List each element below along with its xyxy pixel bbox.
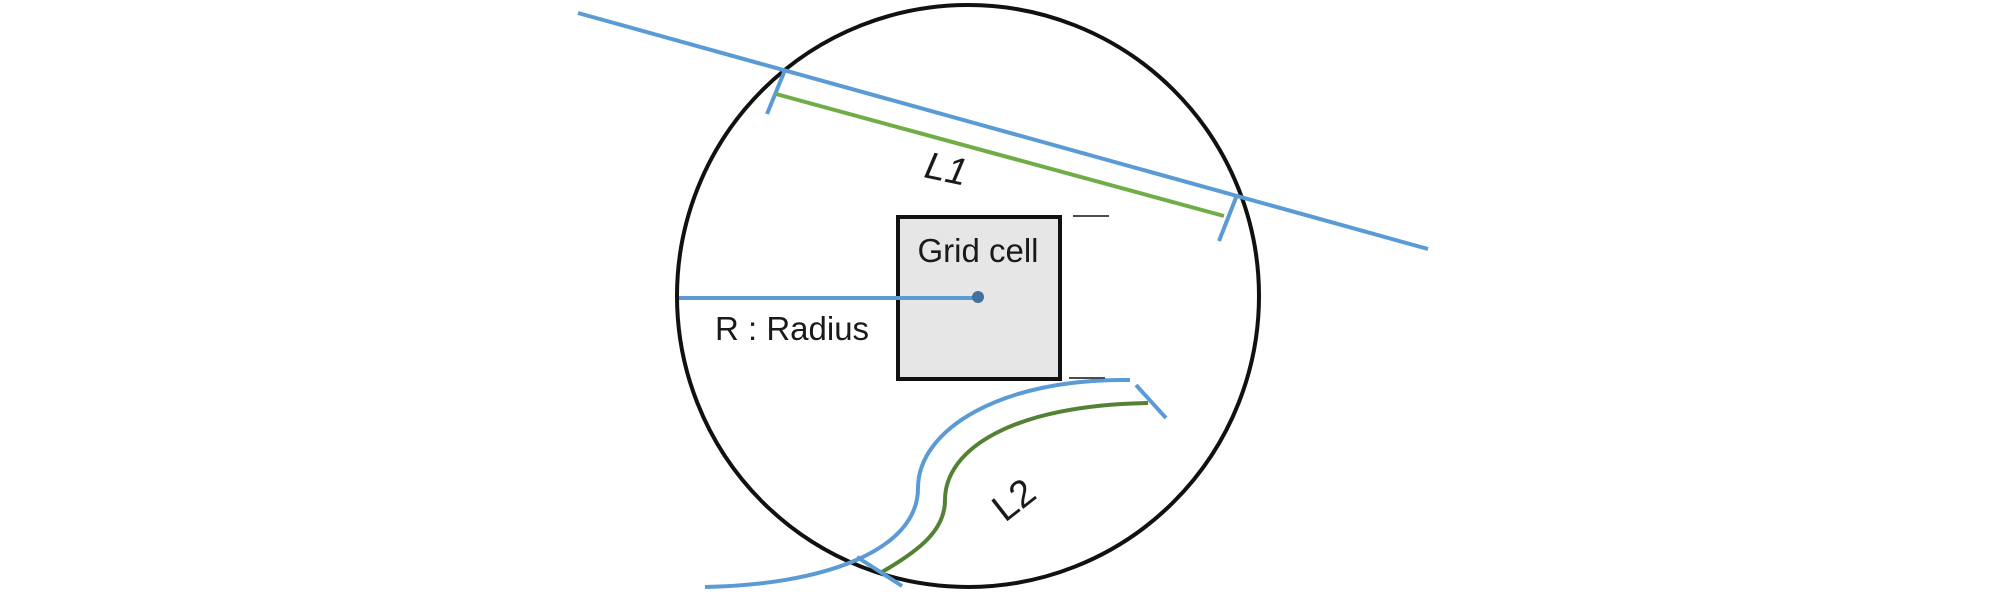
cell-center-dot <box>972 291 984 303</box>
segment-l2-green <box>880 401 1149 574</box>
intersection-tick-right <box>1217 194 1239 242</box>
intersection-tick-left <box>765 69 787 115</box>
grid-cell-label: Grid cell <box>917 232 1038 269</box>
curve-tick-bottom <box>855 555 904 588</box>
radius-label: R : Radius <box>715 310 869 347</box>
straight-line-blue <box>577 11 1429 251</box>
search-radius-circle <box>675 3 1261 589</box>
curve-tick-right <box>1134 383 1168 420</box>
l1-label: L1 <box>921 145 971 195</box>
curved-line-blue <box>704 377 1131 589</box>
l2-label: L2 <box>985 471 1044 530</box>
segment-l1-green <box>775 92 1225 218</box>
